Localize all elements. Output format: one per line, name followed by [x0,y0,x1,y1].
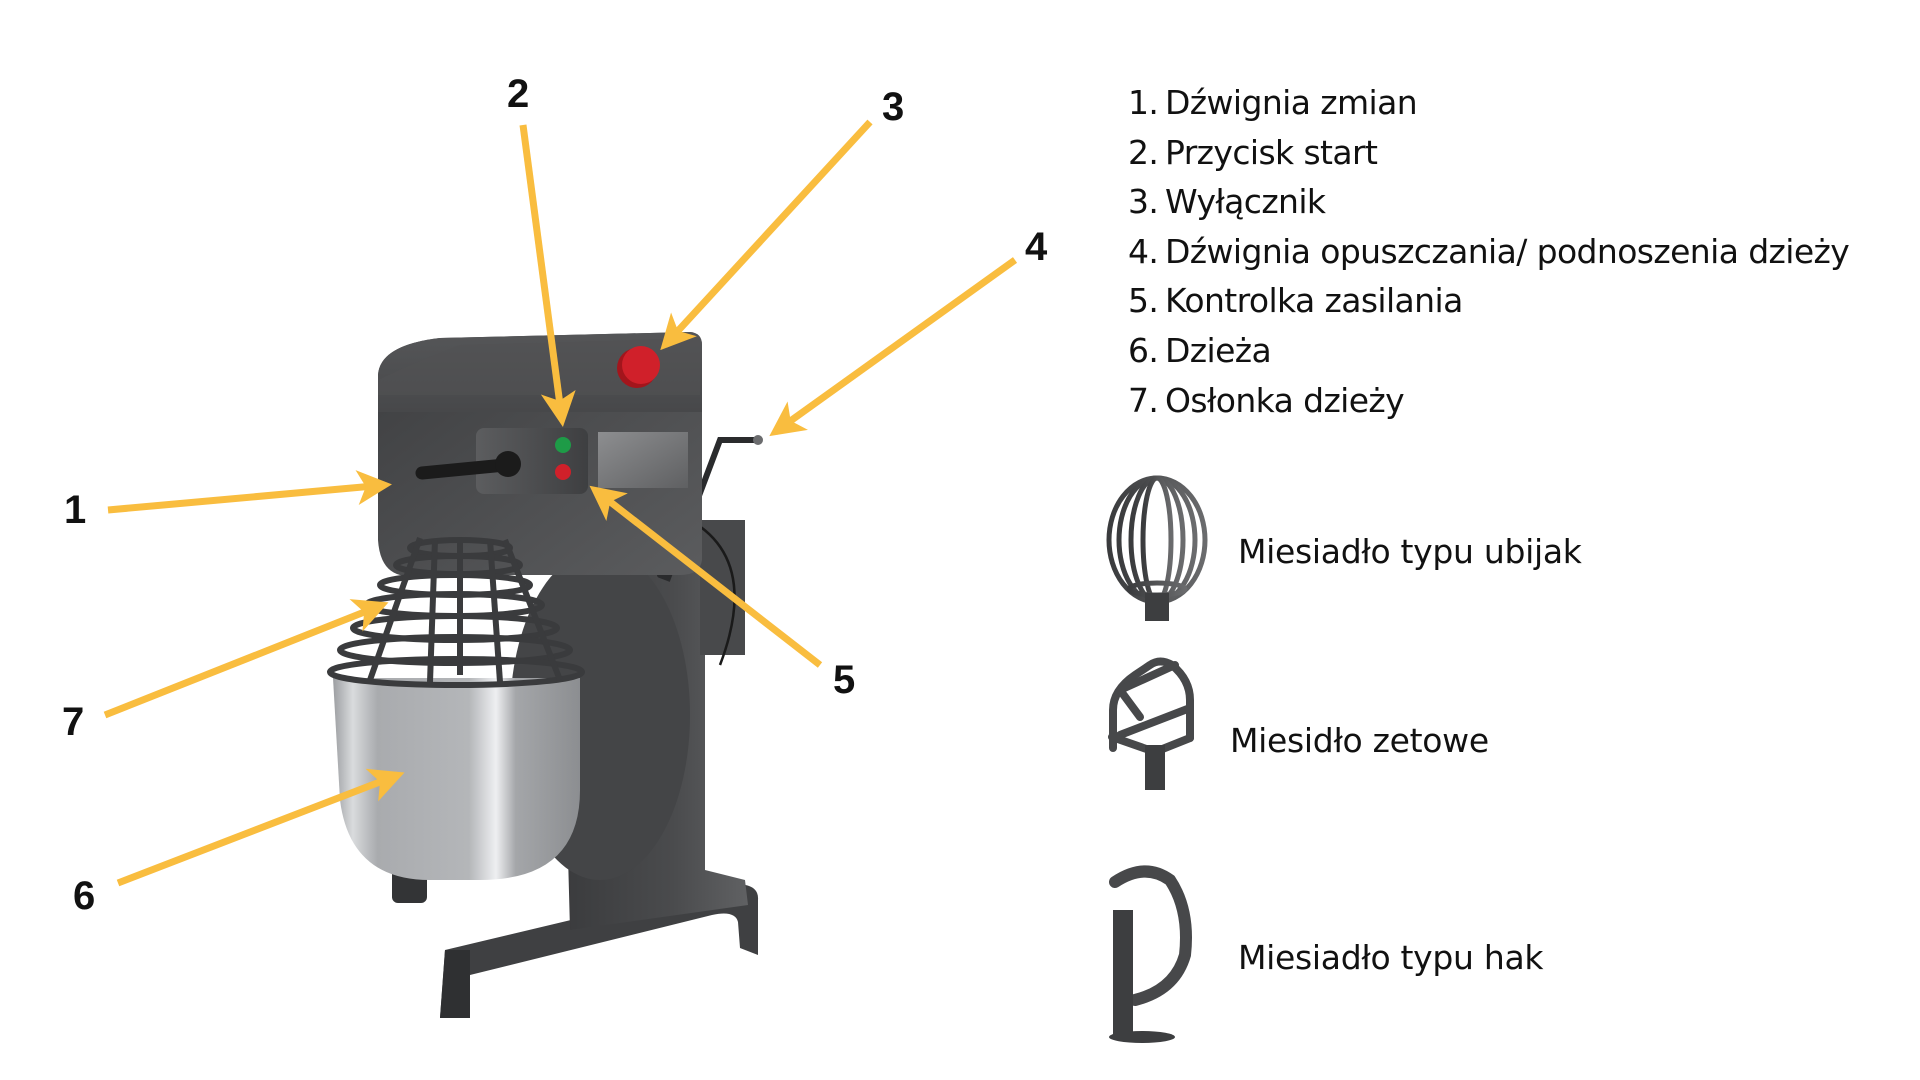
mixer-illustration [327,332,763,1018]
dough-hook-icon [1109,865,1192,1043]
start-button [555,437,571,453]
legend-item: 6.Dzieża [1128,330,1272,370]
arrow-1 [107,470,392,514]
legend-item: 3.Wyłącznik [1128,182,1326,222]
bowl [333,678,580,880]
callout-number-1: 1 [64,488,87,532]
flat-beater-shaft [1145,745,1165,790]
legend-item: 5.Kontrolka zasilania [1128,281,1463,321]
whisk-icon [1106,475,1208,621]
callout-number-6: 6 [73,874,96,918]
display-window [598,432,688,488]
power-indicator-light [555,464,571,480]
arrow-2 [519,124,576,427]
callout-number-7: 7 [62,700,85,744]
legend-item: 7.Osłonka dzieży [1128,380,1405,420]
flat-beater-icon [1108,657,1194,757]
bowl-guard [327,537,585,688]
whisk-label: Miesiadło typu ubijak [1238,532,1582,571]
callout-number-4: 4 [1025,225,1048,269]
legend-item: 2.Przycisk start [1128,132,1378,172]
arrow-4 [769,257,1018,437]
callout-number-3: 3 [882,85,905,129]
mixer-base [440,884,759,1018]
parts-legend: 1.Dźwignia zmian 2.Przycisk start 3.Wyłą… [1128,78,1850,425]
callout-arrows [103,119,1018,887]
arrow-5 [589,485,823,668]
flat-beater-label: Miesidło zetowe [1230,721,1489,760]
dough-hook-label: Miesiadło typu hak [1238,938,1544,977]
legend-item: 1.Dźwignia zmian [1128,83,1418,122]
callout-number-2: 2 [507,72,530,116]
gear-lever [415,458,512,480]
legend-item: 4.Dźwignia opuszczania/ podnoszenia dzie… [1128,231,1850,271]
arrow-6 [116,768,405,887]
arrow-7 [103,599,389,719]
callout-number-5: 5 [833,658,856,702]
main-switch [622,346,660,384]
arrow-3 [660,119,873,351]
